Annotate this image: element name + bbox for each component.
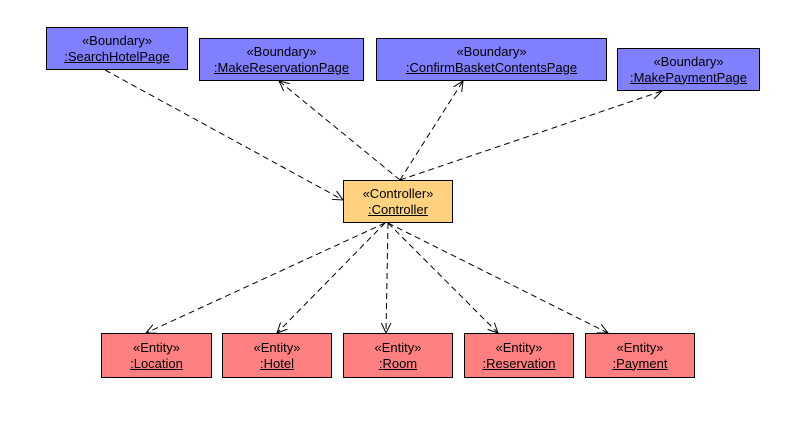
node-name: :Hotel — [260, 355, 294, 371]
edge-controller-to-make-reservation-page — [278, 80, 401, 181]
edge-line — [387, 222, 609, 334]
node-name: :Controller — [368, 201, 428, 217]
edge-controller-to-room — [380, 222, 392, 335]
stereotype-label: «Entity» — [616, 339, 664, 355]
edge-controller-to-confirm-basket-contents-page — [399, 80, 464, 181]
stereotype-label: «Entity» — [495, 339, 543, 355]
arrowhead — [331, 190, 345, 201]
arrowhead — [278, 80, 290, 92]
edge-line — [399, 90, 663, 181]
edge-line — [145, 222, 386, 334]
arrowhead — [453, 80, 464, 92]
edge-line — [278, 80, 401, 181]
edge-search-hotel-page-to-controller — [104, 69, 345, 201]
stereotype-label: «Entity» — [133, 339, 180, 355]
stereotype-label: «Controller» — [362, 185, 434, 201]
entity-payment[interactable]: «Entity» :Payment — [585, 333, 695, 378]
arrowhead — [651, 89, 664, 100]
node-name: :Payment — [612, 355, 668, 371]
controller-node[interactable]: «Controller» :Controller — [343, 180, 453, 223]
stereotype-label: «Entity» — [253, 339, 301, 355]
edge-controller-to-hotel — [276, 222, 386, 334]
boundary-make-reservation-page[interactable]: «Boundary» :MakeReservationPage — [199, 38, 364, 81]
node-name: :ConfirmBasketContentsPage — [405, 59, 578, 75]
edge-controller-to-reservation — [387, 222, 499, 334]
entity-reservation[interactable]: «Entity» :Reservation — [464, 333, 574, 378]
edge-controller-to-payment — [387, 222, 610, 334]
edge-line — [385, 222, 389, 334]
boundary-confirm-basket-contents-page[interactable]: «Boundary» :ConfirmBasketContentsPage — [376, 38, 607, 81]
entity-room[interactable]: «Entity» :Room — [343, 333, 453, 378]
node-name: :Reservation — [482, 355, 556, 371]
stereotype-label: «Boundary» — [456, 43, 527, 59]
edge-line — [104, 69, 344, 201]
edge-line — [276, 222, 386, 334]
node-name: :Location — [130, 355, 183, 371]
edge-controller-to-location — [144, 222, 386, 334]
node-name: :Room — [378, 355, 418, 371]
entity-hotel[interactable]: «Entity» :Hotel — [222, 333, 332, 378]
node-name: :SearchHotelPage — [64, 48, 170, 64]
stereotype-label: «Boundary» — [653, 53, 724, 69]
edge-line — [387, 222, 499, 334]
edge-line — [399, 80, 464, 181]
stereotype-label: «Boundary» — [246, 43, 317, 59]
node-name: :MakeReservationPage — [213, 59, 350, 75]
entity-location[interactable]: «Entity» :Location — [101, 333, 212, 378]
edge-controller-to-make-payment-page — [399, 89, 664, 181]
stereotype-label: «Boundary» — [81, 32, 153, 48]
boundary-search-hotel-page[interactable]: «Boundary» :SearchHotelPage — [46, 27, 188, 70]
node-name: :MakePaymentPage — [629, 69, 748, 85]
stereotype-label: «Entity» — [374, 339, 422, 355]
boundary-make-payment-page[interactable]: «Boundary» :MakePaymentPage — [617, 48, 760, 91]
